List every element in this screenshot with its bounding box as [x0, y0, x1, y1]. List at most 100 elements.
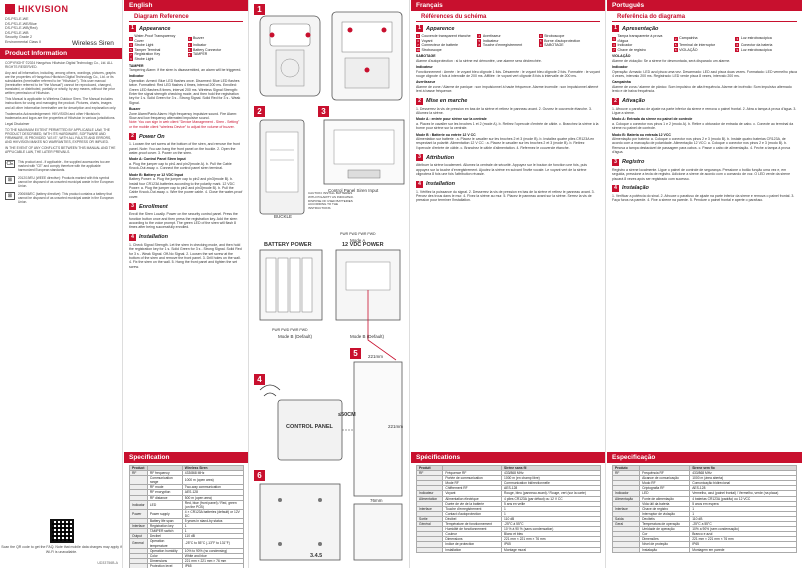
product-info-header: Product Information [0, 47, 122, 59]
mode-a-label: Mode A [350, 238, 366, 243]
language-header-french: Français [411, 0, 605, 11]
control-panel-drawing [259, 384, 366, 461]
spec-cell: Rouge, bleu (panneau avant) / Rouge, ver… [501, 490, 601, 497]
spec-cell: IP65 [181, 562, 245, 568]
section-number: 3 [612, 158, 619, 166]
distance-label: ≤50CM [338, 412, 356, 418]
spec-cell [129, 562, 148, 568]
diagram-panel-number: 3 [318, 106, 329, 117]
spec-cell: Indicateur [415, 490, 444, 497]
section-title: Registro [622, 159, 645, 166]
qr-section: Scan the QR code to get the FAQ. Note th… [0, 519, 122, 554]
model-item: Environmental Class II [5, 39, 41, 44]
section-title: Ativação [622, 98, 645, 105]
spec-cell: -25°C to 55°C (-13°F to 131°F) [181, 538, 245, 549]
french-column: Français Références du schéma 1 Apparenc… [411, 0, 606, 568]
mode-b-default-label: Mode B (Default) [350, 334, 385, 339]
model-list: DS-PS1-E-WE DS-PS1-E-WE/Blue DS-PS1-E-WB… [0, 14, 122, 48]
section-enrollment: 3 Registro [607, 156, 802, 167]
section-number: 4 [416, 180, 423, 188]
spec-cell: Red, blue (front panel) / Red, green (on… [181, 499, 245, 510]
siren-front-drawing [259, 15, 321, 97]
control-panel-label: CONTROL PANEL [286, 424, 333, 430]
enrollment-text: Registro a sirene localmente. Ligue o pa… [612, 167, 791, 181]
qr-code-icon [49, 519, 74, 543]
language-header-english: English [124, 0, 248, 11]
section-number: 3 [416, 154, 423, 162]
spec-cell: 10 % à 90 % (sans condensation) [501, 526, 601, 533]
specification-header: Specification [124, 452, 248, 463]
section-number: 1 [612, 25, 619, 32]
section-number: 3 [129, 203, 136, 211]
spec-cell: Indicator [129, 499, 148, 510]
diagram-panel-number: 6 [254, 470, 265, 481]
pins-label: PWR PWD PWR PWD [340, 232, 376, 236]
spec-cell: 1000 m (open area) [181, 475, 245, 486]
power-on-text: 1. Afrouxe o parafuso de ajuste na parte… [612, 106, 797, 116]
diagram-reference-title: Referência do diagrama [612, 11, 797, 22]
model-item: DS-PS1-E-WB [5, 30, 29, 35]
spec-cell: General [129, 538, 148, 549]
section-title: Mise en marche [426, 98, 468, 105]
info-paragraph: TO THE MAXIMUM EXTENT PERMITTED BY APPLI… [5, 127, 112, 145]
caution-label: CAUTION: INSTALL BATTERIES WITH POLARITY… [308, 191, 354, 211]
language-header-portuguese: Português [607, 0, 802, 11]
model-item: DS-PS1-E-WE/Blue [5, 21, 37, 26]
section-number: 4 [129, 233, 136, 241]
spec-cell: Interruptor de violação [639, 510, 691, 517]
spec-cell: 4 piles CR123A (par défaut) ou 12 V CC [501, 495, 601, 502]
section-appearance: 1 Apparence [411, 22, 605, 33]
section-title: Power On [139, 133, 165, 140]
spec-cell: Temperatura de operação [639, 521, 691, 528]
ce-mark-icon: CE [5, 160, 15, 169]
spec-header-cell: Produit [415, 464, 444, 472]
section-title: Instalação [622, 185, 649, 192]
weee-notice: ⊠ 2012/19/EU (WEEE directive): Products … [0, 174, 122, 190]
product-title: Wireless Siren [72, 40, 114, 47]
specification-header: Especificação [607, 452, 802, 463]
spec-cell: 4 baterias CR123A (padrão) ou 12 VCC [689, 495, 797, 502]
mode-a-description: Modo A: Entrada da sirene no painel de c… [612, 117, 794, 131]
screw-steps-label: 3.4.5 [310, 553, 323, 559]
spec-cell: Interface [129, 523, 148, 530]
section-enrollment: 3 Attribution [411, 151, 605, 162]
model-item: DS-PS1-E-WB(Red) [5, 26, 38, 31]
section-installation: 4 Installation [411, 178, 605, 189]
spec-cell: 10% to 90% (no condensing) [181, 547, 245, 554]
section-power-on: 2 Mise en marche [411, 95, 605, 106]
spec-cell: Vermelho, azul (painel frontal) / Vermel… [689, 490, 797, 497]
diagram-reference-title: Diagram Reference [129, 11, 243, 22]
siren-back-drawing [331, 11, 403, 101]
spec-cell: 5 years in stand-by status [181, 518, 245, 525]
